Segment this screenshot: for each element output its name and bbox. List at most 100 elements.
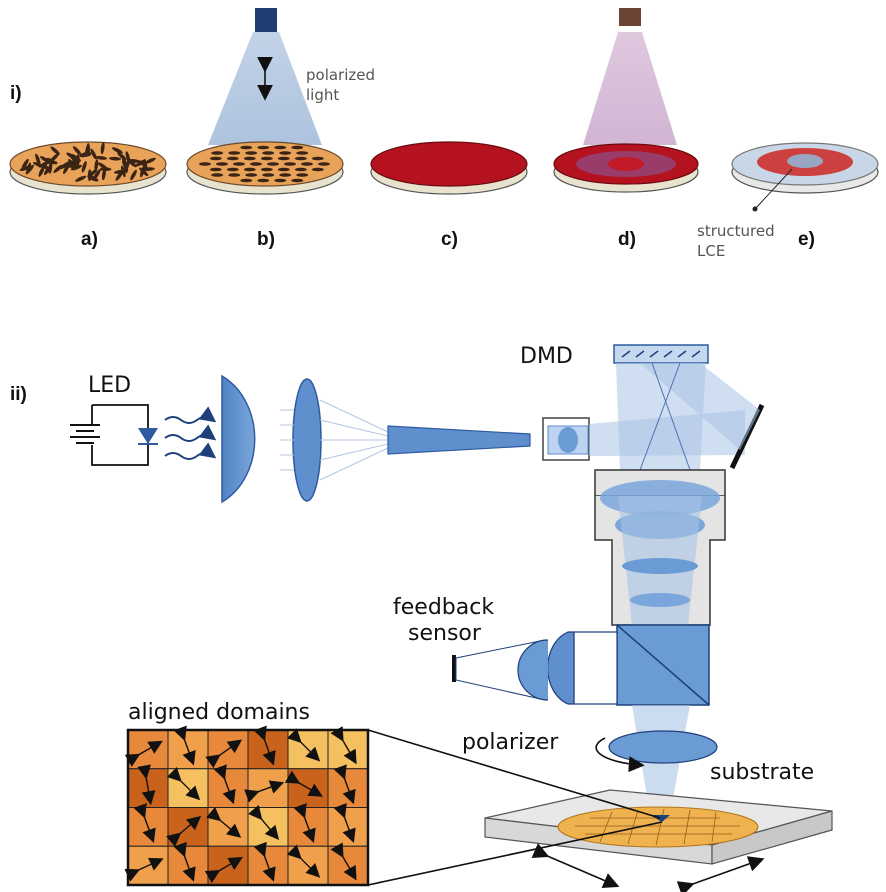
domain-director-arrow: [205, 739, 243, 769]
molecule: [63, 163, 70, 175]
molecule: [43, 165, 52, 175]
disk-e: structured LCE: [697, 142, 879, 260]
dmd-assembly: DMD: [520, 344, 765, 471]
domain-director-arrow: [293, 803, 316, 844]
molecule: [209, 156, 222, 161]
beam-splitter: [616, 624, 710, 706]
molecule: [139, 167, 149, 177]
molecule: [267, 162, 279, 166]
step-label-c: c): [441, 229, 458, 250]
molecule: [115, 170, 124, 181]
molecule: [53, 164, 63, 173]
molecule: [226, 167, 239, 172]
molecule: [226, 156, 239, 161]
led-label: LED: [88, 373, 131, 398]
molecule: [60, 161, 71, 170]
molecule: [211, 173, 224, 177]
molecule: [260, 156, 273, 161]
led-circuit: LED: [70, 373, 217, 466]
substrate-label: substrate: [710, 760, 814, 785]
molecule: [209, 167, 222, 172]
molecule: [71, 153, 81, 162]
molecule: [296, 173, 309, 177]
molecule: [245, 151, 258, 155]
molecule: [71, 154, 77, 167]
molecule: [243, 156, 256, 161]
structured-label-2: LCE: [697, 242, 725, 260]
molecule: [257, 178, 270, 183]
domain-director-arrow: [124, 857, 164, 882]
aligned-domains-label: aligned domains: [128, 700, 310, 725]
domain-director-arrow: [284, 770, 323, 797]
molecule: [260, 167, 273, 172]
molecule: [87, 175, 99, 182]
molecule: [70, 164, 83, 171]
molecule: [277, 156, 290, 161]
domain-director-arrow: [333, 764, 356, 805]
molecule: [274, 178, 287, 183]
molecule: [291, 145, 304, 150]
molecule: [301, 162, 313, 166]
dmd-label: DMD: [520, 344, 573, 369]
projection-objective: [594, 469, 726, 626]
molecule: [121, 165, 126, 178]
domain-director-arrow: [286, 844, 321, 878]
dmd-mirrors: [621, 350, 701, 358]
domain-director-arrow: [333, 803, 356, 844]
molecule: [100, 142, 105, 155]
molecule: [240, 145, 253, 150]
molecule: [81, 161, 87, 173]
domain-director-arrow: [253, 725, 276, 766]
domain-grid: [124, 725, 369, 886]
molecule: [228, 151, 241, 155]
lamp-b: [255, 8, 277, 32]
molecule: [101, 168, 106, 181]
step-label-a: a): [81, 229, 98, 250]
molecule: [21, 158, 29, 170]
molecule: [111, 147, 123, 154]
molecule: [311, 156, 324, 161]
molecule: [262, 173, 275, 177]
molecule: [274, 145, 287, 150]
disk-a: [9, 141, 167, 195]
molecule: [130, 169, 137, 181]
molecule: [50, 153, 60, 162]
molecule: [127, 159, 140, 163]
molecule: [86, 142, 91, 155]
domain-director-arrow: [206, 806, 242, 838]
molecule: [233, 162, 245, 166]
domain-director-arrow: [173, 841, 196, 882]
molecule: [262, 151, 275, 155]
molecule: [97, 162, 109, 170]
dmd-chip: [613, 344, 709, 364]
disk-b: polarized light: [186, 8, 375, 195]
feedback-label-2: sensor: [408, 621, 482, 646]
molecule: [75, 175, 87, 182]
feedback-sensor: feedback sensor: [393, 595, 618, 705]
molecule: [124, 161, 128, 174]
led-diode-icon: [138, 428, 158, 444]
structured-label-1: structured: [697, 222, 775, 240]
domain-director-arrow: [244, 780, 285, 803]
molecule: [199, 162, 211, 166]
domain-director-arrow: [253, 841, 276, 882]
molecule: [296, 151, 309, 155]
molecule: [95, 155, 108, 160]
polarized-light-label-2: light: [306, 86, 339, 104]
molecule: [294, 167, 307, 172]
polarized-light-label-1: polarized: [306, 66, 375, 84]
molecule: [45, 160, 58, 165]
molecule: [250, 162, 262, 166]
disk-c: [370, 141, 528, 195]
molecule: [257, 145, 270, 150]
molecule: [25, 164, 34, 175]
lamp-d: [619, 8, 641, 26]
domain-director-arrow: [330, 842, 357, 881]
molecule: [35, 153, 41, 166]
condenser-optics: [221, 374, 590, 504]
molecule: [93, 169, 101, 180]
domain-director-arrow: [213, 764, 236, 805]
molecule: [240, 178, 253, 183]
polarizer-label: polarizer: [462, 730, 559, 755]
molecule: [216, 162, 228, 166]
